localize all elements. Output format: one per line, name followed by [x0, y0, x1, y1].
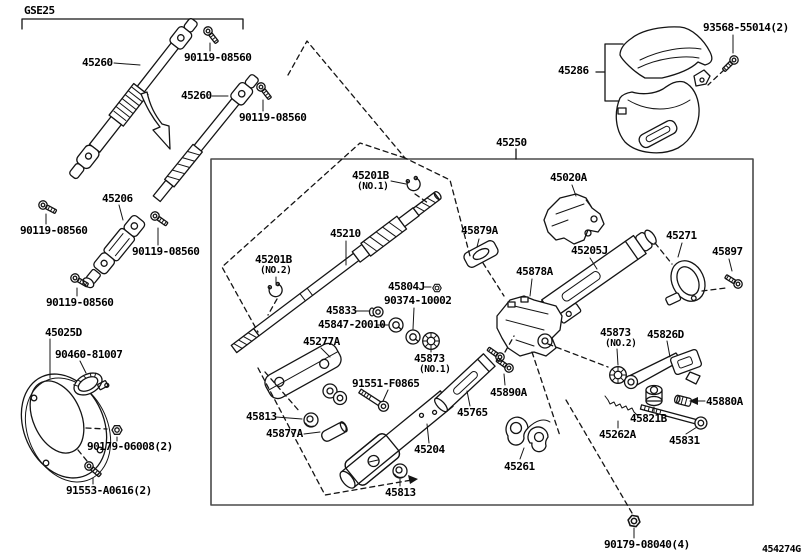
part-label-45813: 45813 [385, 486, 416, 499]
part-label-45765: 45765 [457, 406, 488, 419]
leader-lines [45, 34, 734, 539]
part-label-45847-20010: 45847-20010 [318, 318, 386, 331]
direction-arrow [140, 91, 171, 150]
collar-45821b [645, 384, 663, 407]
part-label-45201B-NO2: 45201B(NO.2) [255, 253, 292, 276]
part-label-91551-F0865: 91551-F0865 [352, 377, 420, 390]
spring-45262a [604, 395, 638, 416]
screw-90119-2 [254, 80, 274, 102]
nut-45804j [432, 283, 442, 293]
part-label-45277A: 45277A [303, 335, 340, 348]
part-45890a-2 [494, 355, 516, 375]
part-label-45250: 45250 [496, 136, 527, 149]
sliding-yoke-45206 [82, 214, 146, 289]
part-label-90460-81007: 90460-81007 [55, 348, 123, 361]
part-label-45804J: 45804J [388, 280, 425, 293]
plate-45879a [463, 240, 499, 268]
sheet-code: 454274G [762, 544, 801, 555]
screw-90119-3 [36, 198, 59, 217]
ring-90374 [402, 326, 424, 348]
part-label-90179-08040(4): 90179-08040(4) [604, 538, 690, 551]
part-label-90119-08560: 90119-08560 [184, 51, 252, 64]
part-label-45879A: 45879A [461, 224, 498, 237]
dashed-relation-lines [77, 40, 727, 514]
grommet-45813-1 [303, 412, 319, 428]
part-label-45260: 45260 [181, 89, 212, 102]
main-shaft-45210 [230, 190, 442, 354]
part-label-45271: 45271 [666, 229, 697, 242]
column-shroud-45286 [595, 26, 713, 154]
screw-90119-1 [201, 24, 221, 46]
intermediate-shaft-45260-upper [69, 18, 198, 180]
switch-bracket-45878a [496, 295, 563, 357]
part-label-45261: 45261 [504, 460, 535, 473]
inner-tube-45765 [434, 353, 496, 413]
part-label-45897: 45897 [712, 245, 743, 258]
part-label-45833: 45833 [326, 304, 357, 317]
part-label-45873-NO2: 45873(NO.2) [600, 326, 637, 349]
cap-45833 [368, 306, 384, 318]
part-label-90119-08560: 90119-08560 [239, 111, 307, 124]
bracket-45020a [543, 193, 605, 245]
part-label-45813: 45813 [246, 410, 277, 423]
bolt-91551 [358, 388, 390, 412]
nut-90179-08040 [626, 514, 642, 528]
part-label-45286: 45286 [558, 64, 589, 77]
part-label-45025D: 45025D [45, 326, 82, 339]
lever-45826d [623, 348, 703, 390]
part-label-45210: 45210 [330, 227, 361, 240]
lever-45261 [505, 416, 551, 453]
ring-45847 [385, 314, 407, 336]
variant-bracket [21, 18, 244, 30]
part-label-45201B-NO1: 45201B(NO.1) [352, 169, 389, 192]
grommet-45813-2 [392, 463, 408, 479]
intermediate-shaft-45260-lower [152, 74, 259, 203]
part-label-45206: 45206 [102, 192, 133, 205]
part-label-45205J: 45205J [571, 244, 608, 257]
variant-code: GSE25 [24, 4, 55, 17]
part-label-45873-NO1: 45873(NO.1) [414, 352, 451, 375]
part-label-91553-A0616(2): 91553-A0616(2) [66, 484, 152, 497]
part-label-45878A: 45878A [516, 265, 553, 278]
part-label-45020A: 45020A [550, 171, 587, 184]
part-label-45890A: 45890A [490, 386, 527, 399]
screw-45880a [673, 394, 692, 407]
part-label-45880A: 45880A [706, 395, 743, 408]
nut-90179-06008 [111, 425, 123, 435]
assembly-box-45250 [210, 158, 754, 506]
snapring-45201b-no1 [404, 175, 423, 193]
clamp-90460 [73, 372, 110, 396]
part-label-90374-10002: 90374-10002 [384, 294, 452, 307]
part-label-93568-55014(2): 93568-55014(2) [703, 21, 789, 34]
part-label-90119-08560: 90119-08560 [132, 245, 200, 258]
bolt-45897 [722, 272, 745, 291]
screw-90119-4 [148, 209, 170, 229]
pin-45877a [321, 421, 348, 442]
clamp-45271 [665, 260, 706, 306]
part-label-45821B: 45821B [630, 412, 667, 425]
part-label-45831: 45831 [669, 434, 700, 447]
part-label-45877A: 45877A [266, 427, 303, 440]
part-label-45204: 45204 [414, 443, 445, 456]
part-label-45826D: 45826D [647, 328, 684, 341]
gear-45873-no1 [422, 332, 440, 350]
dashed-arrowhead [408, 475, 418, 484]
part-label-45262A: 45262A [599, 428, 636, 441]
part-label-45260: 45260 [82, 56, 113, 69]
part-label-90119-08560: 90119-08560 [46, 296, 114, 309]
bolt-45831 [639, 404, 708, 430]
bracket-45277a [264, 342, 348, 406]
part-label-90179-06008(2): 90179-06008(2) [87, 440, 173, 453]
column-hole-cover-45025d [20, 373, 112, 483]
gear-45873-no2 [609, 366, 627, 384]
part-label-90119-08560: 90119-08560 [20, 224, 88, 237]
